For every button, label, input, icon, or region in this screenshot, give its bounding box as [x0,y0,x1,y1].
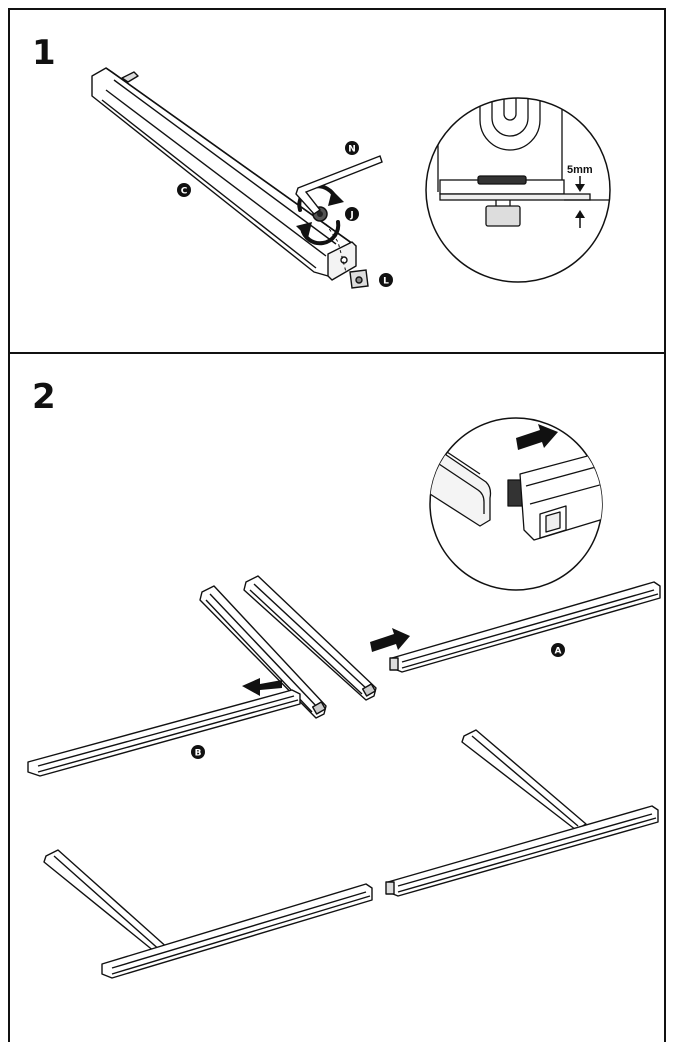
callout-c: C [177,183,191,197]
rail-b [27,689,301,777]
arrow-head-icon [328,190,344,206]
rail-vertical-1 [199,585,327,719]
rail-vertical-2 [243,575,377,701]
svg-text:N: N [348,145,356,155]
step-1-illustration: C N J L [91,67,611,289]
svg-text:L: L [383,277,389,287]
callout-n: N [345,141,359,155]
callout-l: L [379,273,393,287]
svg-text:A: A [555,647,562,657]
arrow-head-icon [296,222,312,238]
arrow-right-icon [516,424,558,450]
dimension-label: 5mm [567,164,593,176]
dimension-arrow-up-icon [575,210,585,228]
step-2-panel: 2 [8,352,666,1042]
callout-a: A [551,643,565,657]
svg-text:J: J [349,211,353,221]
arrow-left-icon [242,678,282,696]
nut-l-icon [349,269,369,289]
svg-text:C: C [181,187,188,197]
step-2-illustration: A B [27,417,661,979]
callout-b: B [191,745,205,759]
arrow-right-icon [370,628,410,652]
rail-c [91,67,357,281]
rail-a [389,581,661,673]
dimension-arrow-down-icon [575,176,585,192]
svg-text:B: B [195,749,202,759]
step-1-number: 1 [32,33,56,73]
t-assembly-right [385,729,659,897]
callout-j: J [345,207,359,221]
step-1-panel: 1 [8,8,666,354]
hex-key-n-icon [295,155,383,215]
step-2-number: 2 [32,377,56,417]
detail-circle-connection [429,417,603,591]
detail-circle-5mm: 5mm [425,97,611,283]
t-assembly-left [43,849,373,979]
